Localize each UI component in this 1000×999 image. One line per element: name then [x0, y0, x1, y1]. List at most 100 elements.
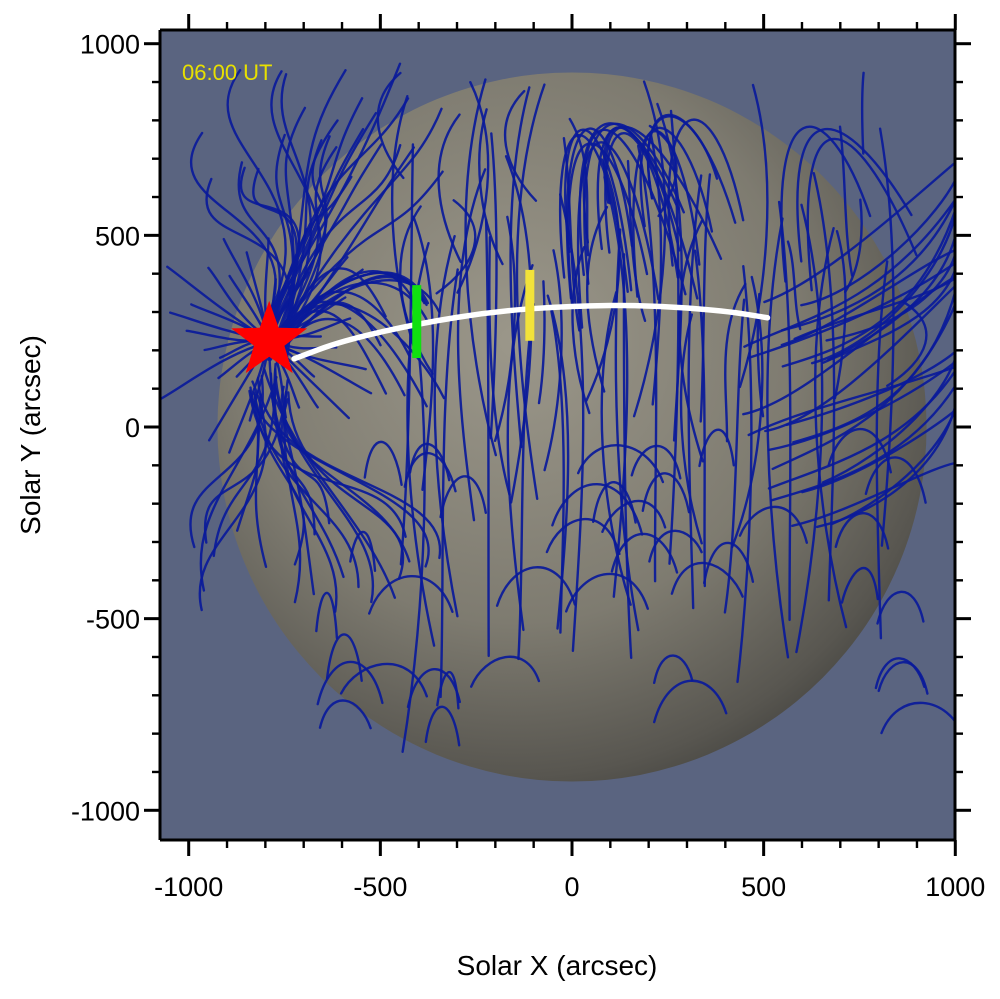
- field-line: [793, 276, 955, 340]
- field-line: [253, 393, 268, 568]
- field-line: [403, 452, 457, 493]
- field-line: [198, 380, 267, 612]
- field-line: [484, 218, 490, 658]
- y-tick-label: 1000: [80, 30, 140, 60]
- field-line: [577, 444, 665, 484]
- field-line: [576, 141, 660, 329]
- field-line: [742, 275, 955, 416]
- y-axis-label: Solar Y (arcsec): [15, 335, 46, 535]
- field-line: [603, 126, 699, 300]
- y-tick-label: -500: [86, 605, 140, 635]
- field-line: [827, 232, 955, 362]
- field-line: [276, 119, 339, 351]
- field-line: [703, 541, 755, 585]
- field-line: [565, 572, 649, 613]
- field-line: [767, 360, 955, 452]
- field-line: [699, 173, 712, 423]
- field-line: [424, 705, 461, 747]
- field-line: [610, 532, 679, 574]
- field-line: [270, 135, 331, 327]
- field-line: [349, 530, 377, 572]
- field-line: [864, 456, 927, 504]
- field-line: [736, 265, 753, 684]
- field-line: [743, 197, 955, 348]
- field-line: [274, 387, 315, 596]
- field-line: [738, 83, 769, 389]
- source-star-marker: [231, 300, 308, 374]
- field-line: [368, 575, 454, 615]
- field-line: [435, 199, 477, 295]
- field-line: [814, 227, 848, 629]
- x-tick-label: 500: [741, 872, 786, 902]
- field-line: [316, 660, 384, 706]
- field-line: [205, 177, 292, 354]
- field-line: [795, 203, 824, 654]
- field-line: [550, 310, 565, 634]
- field-line: [189, 374, 264, 549]
- field-line: [781, 206, 955, 368]
- field-line: [495, 566, 577, 607]
- field-line: [503, 89, 538, 202]
- field-line: [263, 368, 396, 599]
- field-line: [478, 108, 504, 266]
- field-line: [160, 342, 266, 401]
- x-tick-label: 0: [564, 872, 579, 902]
- field-line: [860, 71, 865, 155]
- field-line: [786, 240, 802, 331]
- field-line: [785, 350, 955, 427]
- field-line: [801, 408, 955, 494]
- field-line: [489, 132, 498, 440]
- field-line: [679, 313, 703, 545]
- field-line: [406, 667, 461, 709]
- field-line: [376, 71, 405, 180]
- x-tick-label: -1000: [154, 872, 223, 902]
- field-line: [537, 280, 546, 405]
- field-line: [604, 132, 679, 279]
- field-line: [825, 250, 955, 342]
- y-tick-label: -1000: [71, 796, 140, 826]
- field-line: [821, 354, 955, 484]
- timestamp-label: 06:00 UT: [182, 60, 273, 85]
- field-line: [433, 235, 459, 618]
- field-line: [266, 107, 443, 361]
- field-line: [278, 270, 417, 356]
- field-line: [509, 86, 531, 449]
- field-line: [800, 178, 955, 307]
- field-line: [637, 144, 658, 583]
- field-line: [670, 561, 744, 598]
- field-line: [564, 128, 633, 292]
- field-line: [253, 391, 360, 589]
- field-line: [558, 133, 629, 293]
- field-line: [874, 657, 926, 690]
- field-line: [399, 143, 415, 566]
- field-line: [456, 81, 490, 294]
- field-line: [363, 440, 403, 486]
- field-line: [284, 69, 347, 352]
- x-tick-label: -500: [353, 872, 407, 902]
- field-line: [439, 268, 459, 699]
- field-line: [747, 261, 955, 360]
- field-line: [601, 499, 667, 533]
- field-line: [646, 115, 719, 200]
- field-line: [723, 298, 746, 614]
- field-line: [844, 198, 863, 294]
- field-line: [886, 300, 928, 387]
- y-tick-label: 0: [125, 413, 140, 443]
- field-line: [693, 249, 706, 588]
- field-line: [464, 78, 497, 457]
- field-line: [780, 197, 955, 332]
- y-tick-label: 500: [95, 221, 140, 251]
- field-line: [767, 368, 955, 490]
- field-line: [517, 302, 535, 661]
- field-line: [641, 472, 691, 514]
- field-line: [318, 699, 372, 730]
- field-line: [822, 266, 955, 364]
- field-line: [493, 215, 517, 442]
- field-line: [653, 654, 694, 684]
- field-line: [248, 389, 407, 538]
- field-line: [545, 517, 621, 556]
- field-line: [488, 236, 511, 496]
- field-line: [880, 701, 955, 735]
- field-line: [653, 679, 728, 724]
- field-line: [792, 287, 955, 444]
